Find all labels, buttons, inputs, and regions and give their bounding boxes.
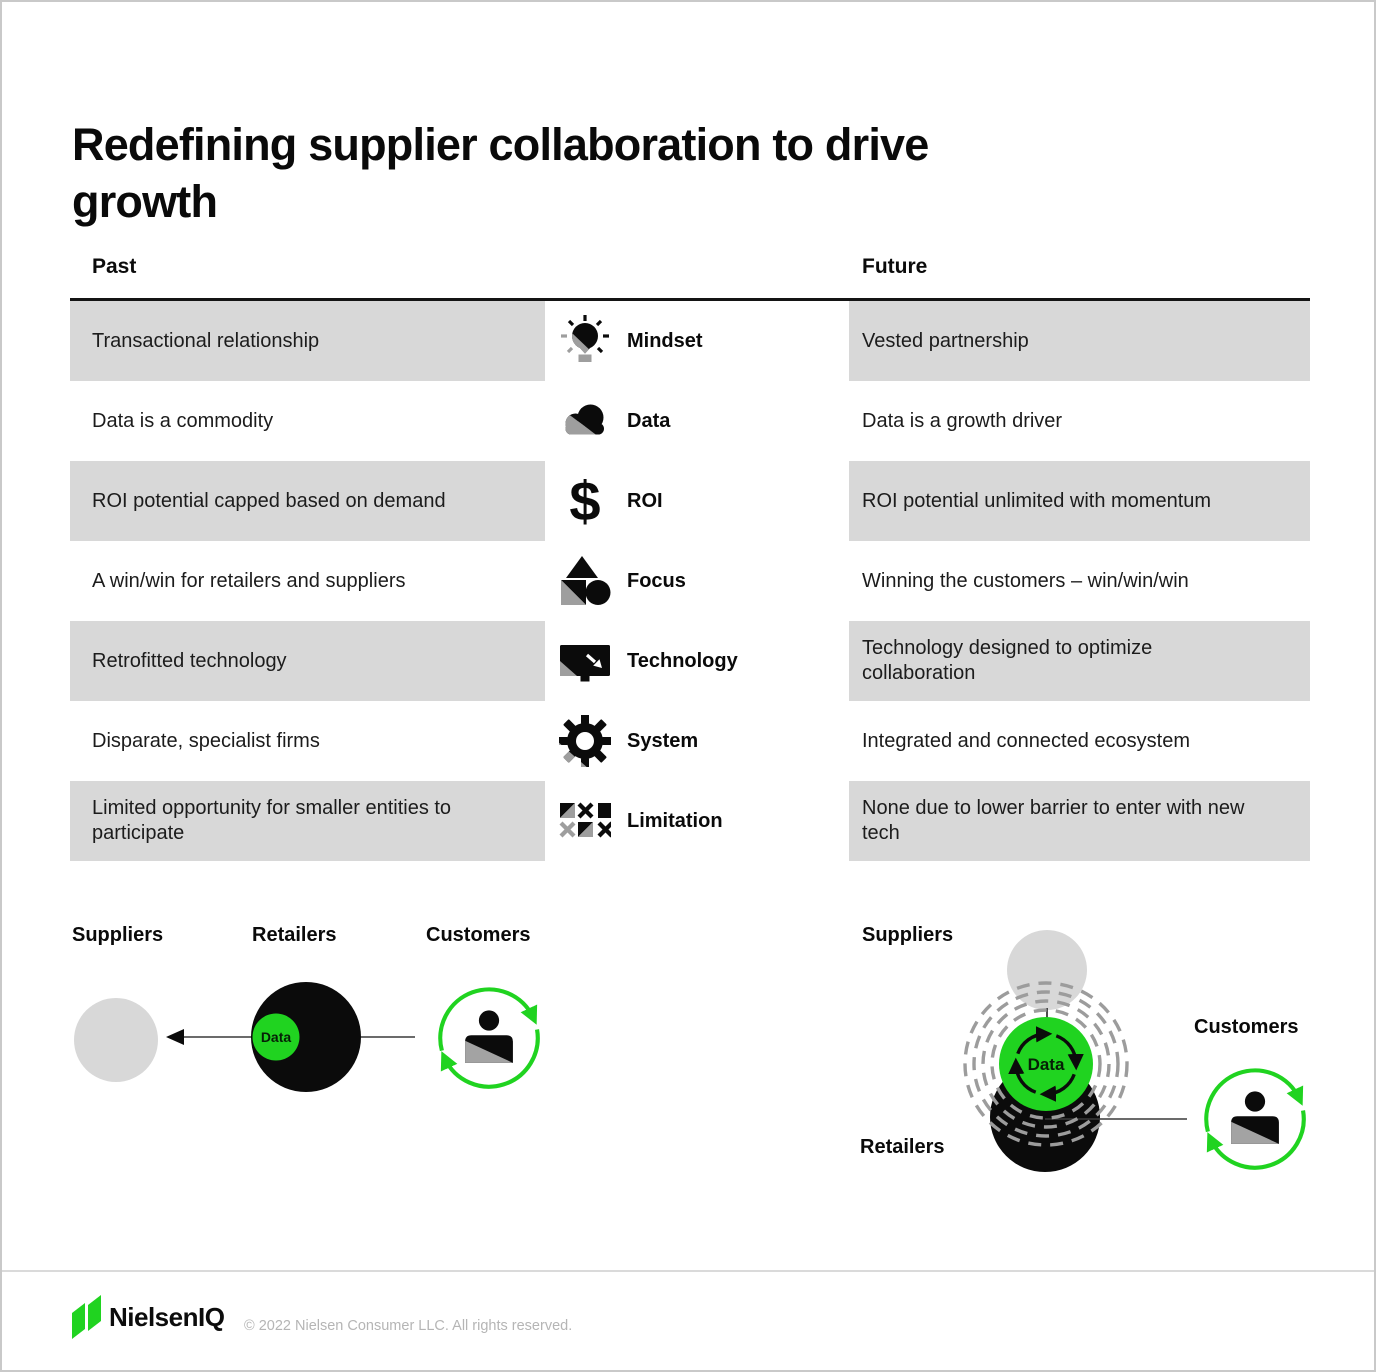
category-cell: Technology (545, 621, 849, 701)
future-cell: Technology designed to optimize collabor… (862, 637, 1153, 684)
lightbulb-icon (559, 315, 611, 367)
future-retailers-label: Retailers (860, 1136, 945, 1158)
category-label: ROI (627, 489, 663, 512)
category-cell: Focus (545, 541, 849, 621)
future-cell: Vested partnership (862, 329, 1029, 352)
past-cell: Disparate, specialist firms (92, 729, 320, 752)
past-cell: ROI potential capped based on demand (92, 489, 446, 512)
data-circle (252, 1013, 300, 1061)
table-row: Transactional relationship (70, 301, 1310, 381)
table-row: ROI potential capped based on demand $ $… (70, 461, 1310, 541)
svg-text:$: $ (569, 475, 600, 527)
footer-divider (2, 1270, 1374, 1272)
column-header-past: Past (92, 255, 137, 278)
xox-grid-icon (559, 795, 611, 847)
footer-logo: NielsenIQ (72, 1294, 225, 1340)
gear-icon (559, 715, 611, 767)
page-title: Redefining supplier collaboration to dri… (72, 119, 929, 228)
customer-cycle-icon (440, 989, 537, 1086)
future-cell: Integrated and connected ecosystem (862, 729, 1190, 752)
cloud-icon (559, 395, 611, 447)
data-circle (999, 1017, 1093, 1111)
suppliers-circle (74, 998, 158, 1082)
brand-name: NielsenIQ (109, 1301, 225, 1332)
monitor-icon (559, 635, 611, 687)
category-label: Mindset (627, 329, 703, 352)
category-cell: System (545, 701, 849, 781)
data-circle-label: Data (1028, 1055, 1065, 1074)
customer-cycle-icon (1206, 1070, 1303, 1167)
retailers-circle (251, 982, 361, 1092)
category-label: Limitation (627, 809, 723, 832)
past-customers-label: Customers (426, 924, 531, 946)
category-cell: Mindset (545, 301, 849, 381)
table-row: Retrofitted technology Technology Tec (70, 621, 1310, 701)
table-header: Past Future (70, 245, 1310, 301)
table-row: A win/win for retailers and suppliers Fo… (70, 541, 1310, 621)
data-circle-label: Data (261, 1029, 292, 1045)
future-cell: ROI potential unlimited with momentum (862, 489, 1212, 512)
table-row: Data is a commodity (70, 381, 1310, 461)
past-cell: Data is a commodity (92, 409, 274, 432)
past-cell: A win/win for retailers and suppliers (92, 569, 406, 592)
comparison-table: Past Future Transactional relationship (70, 245, 1310, 861)
future-diagram: Data (963, 930, 1370, 1172)
past-retailers-label: Retailers (252, 924, 337, 946)
past-suppliers-label: Suppliers (72, 924, 164, 946)
table-row: Limited opportunity for smaller entities… (70, 781, 1310, 861)
table-row: Disparate, specialist firms (70, 701, 1310, 781)
past-diagram: Data (74, 982, 580, 1092)
category-cell: Limitation (545, 781, 849, 861)
category-cell: Data (545, 381, 849, 461)
past-cell: Transactional relationship (92, 329, 320, 352)
dollar-icon: $ $ (559, 475, 611, 527)
category-label: Focus (627, 569, 686, 592)
future-cell: Data is a growth driver (862, 409, 1063, 432)
category-cell: $ $ ROI (545, 461, 849, 541)
category-label: Technology (627, 649, 738, 672)
category-label: System (627, 729, 699, 752)
future-suppliers-label: Suppliers (862, 924, 954, 946)
past-cell: Limited opportunity for smaller entities… (92, 797, 452, 844)
shapes-icon (559, 555, 611, 607)
future-cell: None due to lower barrier to enter with … (862, 797, 1245, 844)
nielseniq-logo-icon (72, 1295, 101, 1339)
column-header-future: Future (862, 255, 928, 278)
future-cell: Winning the customers – win/win/win (862, 569, 1189, 592)
future-customers-label: Customers (1194, 1016, 1299, 1038)
suppliers-circle (1007, 930, 1087, 1010)
copyright-text: © 2022 Nielsen Consumer LLC. All rights … (244, 1318, 573, 1334)
left-arrowhead (166, 1029, 184, 1045)
category-label: Data (627, 409, 671, 432)
ripple-rings (963, 981, 1129, 1147)
past-cell: Retrofitted technology (92, 649, 287, 672)
